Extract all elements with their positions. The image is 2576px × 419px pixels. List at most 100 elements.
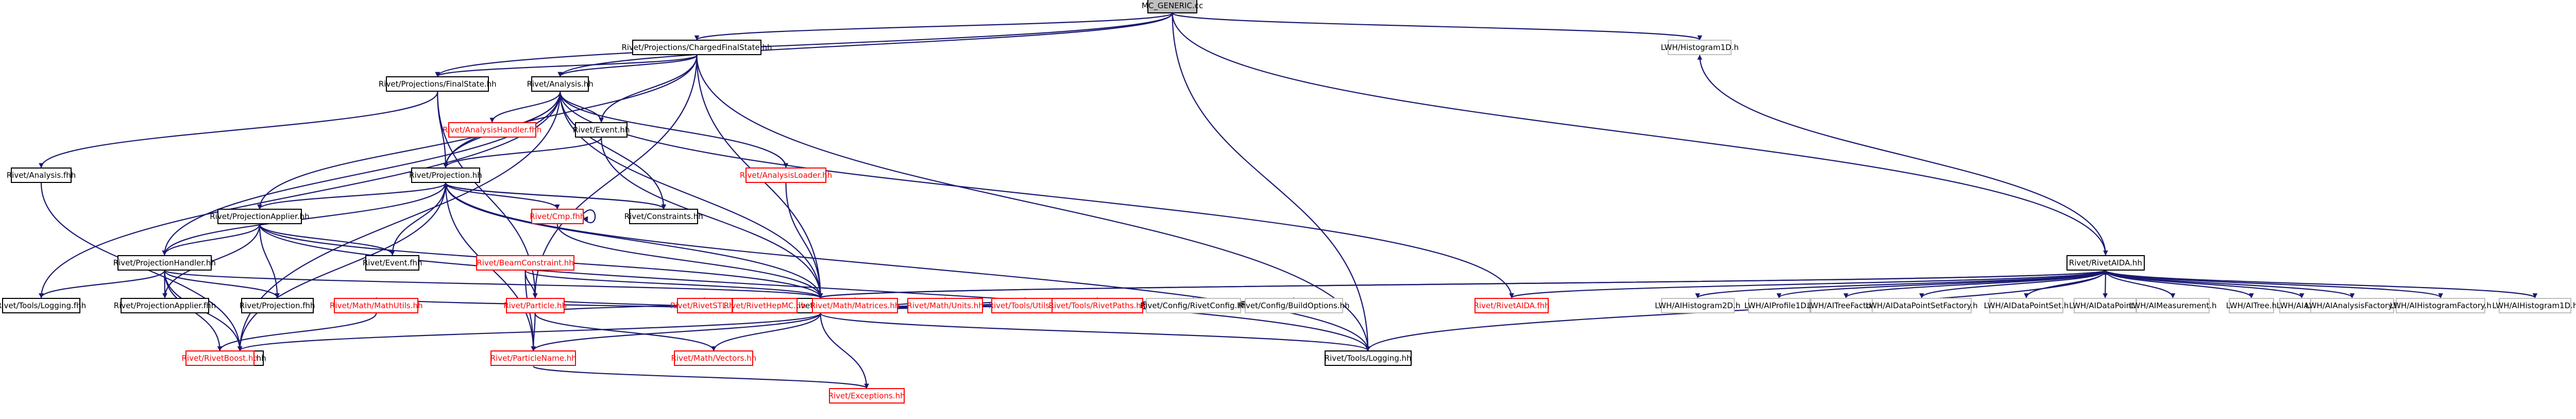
edge-arrowhead — [531, 346, 536, 351]
edge-rivet-to-cmp — [239, 312, 821, 351]
node-rcfg[interactable]: Rivet/Config/RivetConfig.hh — [1140, 297, 1247, 313]
edge-an-to-ahand — [492, 92, 561, 123]
edge-an-to-aidafh — [560, 92, 1513, 298]
edge-phand-to-logfh — [40, 270, 165, 298]
edge-phand-to-projfh — [164, 270, 278, 298]
edge-arrowhead — [443, 163, 448, 169]
edge-arrowhead — [217, 346, 223, 351]
edge-aida-to-prof — [1778, 270, 2106, 298]
node-anfh[interactable]: Rivet/Analysis.fhh — [7, 167, 76, 183]
edge-aida-to-meas — [2105, 270, 2174, 298]
node-pfs[interactable]: Rivet/Projections/FinalState.hh — [379, 76, 497, 92]
edge-root-to-logh — [1172, 13, 1369, 351]
node-stl[interactable]: Rivet/RivetSTL.hh — [670, 297, 739, 313]
edge-proj-to-cmp — [239, 182, 447, 351]
edge-cmpfh-to-cmpfh — [583, 209, 596, 223]
node-boost[interactable]: Rivet/RivetBoost.hh — [182, 350, 258, 366]
node-proj[interactable]: Rivet/Projection.hh — [409, 167, 482, 183]
edge-an-to-papp — [259, 92, 561, 209]
node-pappfh[interactable]: Rivet/ProjectionApplier.fhh — [114, 297, 216, 313]
node-pname[interactable]: Rivet/ParticleName.hh — [490, 350, 577, 366]
node-projfh[interactable]: Rivet/Projection.fhh — [240, 297, 315, 313]
node-prof[interactable]: LWH/AIProfile1D.h — [1744, 297, 1814, 313]
edge-aida-to-aidafh — [1511, 270, 2106, 298]
node-aih1[interactable]: LWH/AIHistogram1D.h — [2492, 297, 2576, 313]
edge-arrowhead — [2532, 293, 2538, 298]
edge-arrowhead — [2024, 293, 2029, 298]
edge-aida-to-logh — [1367, 270, 2106, 351]
node-logfh[interactable]: Rivet/Tools/Logging.fhh — [0, 297, 86, 313]
edge-arrowhead — [162, 250, 167, 256]
edge-arrowhead — [583, 216, 588, 222]
node-mmat[interactable]: Rivet/Math/Matrices.hh — [810, 297, 900, 313]
node-dp[interactable]: LWH/AIDataPoint.h — [2069, 297, 2141, 313]
edge-arrowhead — [39, 293, 44, 298]
edge-proj-to-phand — [164, 182, 447, 255]
node-exc[interactable]: Rivet/Exceptions.hh — [828, 388, 905, 404]
node-pcfs[interactable]: Rivet/Projections/ChargedFinalState.hh — [621, 40, 772, 56]
node-aload[interactable]: Rivet/AnalysisLoader.hh — [740, 167, 832, 183]
edge-proj-to-evfh — [392, 182, 447, 255]
edge-arrowhead — [711, 346, 717, 351]
node-h1[interactable]: LWH/Histogram1D.h — [1661, 40, 1739, 56]
edge-arrowhead — [661, 204, 667, 210]
edge-aida-to-rivet — [820, 270, 2106, 298]
edge-proj-to-logh — [445, 182, 1369, 351]
node-dpsf[interactable]: LWH/AIDataPointSetFactory.h — [1866, 297, 1978, 313]
edge-ev-to-proj — [445, 137, 602, 168]
node-ev[interactable]: Rivet/Event.hh — [573, 122, 630, 138]
node-logh[interactable]: Rivet/Tools/Logging.hh — [1325, 350, 1412, 366]
node-part[interactable]: Rivet/Particle.hh — [503, 297, 567, 313]
edge-rivet-to-exc — [820, 313, 868, 388]
node-dps[interactable]: LWH/AIDataPointSet.h — [1984, 297, 2069, 313]
edge-aida-to-aih1 — [2105, 270, 2536, 298]
node-bcons[interactable]: Rivet/BeamConstraint.hh — [476, 255, 575, 271]
node-cons[interactable]: Rivet/Constraints.hh — [624, 209, 703, 225]
node-root[interactable]: MC_GENERIC.cc — [1142, 0, 1203, 13]
node-munit[interactable]: Rivet/Math/Units.hh — [907, 297, 984, 313]
node-mvec[interactable]: Rivet/Math/Vectors.hh — [671, 350, 756, 366]
edge-rivet-to-pname — [533, 313, 821, 351]
node-meas[interactable]: LWH/AIMeasurement.h — [2129, 297, 2217, 313]
edge-arrowhead — [532, 293, 538, 298]
node-aida[interactable]: Rivet/RivetAIDA.hh — [2066, 255, 2145, 271]
edge-arrowhead — [864, 383, 869, 389]
node-hepmc[interactable]: Rivet/RivetHepMC.hh — [724, 297, 806, 313]
node-h2[interactable]: LWH/AIHistogram2D.h — [1655, 297, 1740, 313]
edge-pcfs-to-proj — [445, 55, 698, 167]
node-aidafh[interactable]: Rivet/RivetAIDA.fhh — [1473, 297, 1550, 313]
edge-aload-to-rivet — [785, 182, 821, 298]
edge-papp-to-logh — [259, 224, 1369, 351]
edge-aida-to-h1 — [1699, 55, 2106, 255]
node-ahand[interactable]: Rivet/AnalysisHandler.fhh — [443, 122, 541, 138]
edge-root-to-pcfs — [696, 12, 1173, 41]
node-tpath[interactable]: Rivet/Tools/RivetPaths.hh — [1049, 297, 1146, 313]
edge-pfs-to-anfh — [40, 92, 438, 168]
edge-arrowhead — [2299, 293, 2304, 298]
edge-rivet-to-logh — [820, 312, 1369, 351]
edge-papp-to-phand — [164, 224, 261, 255]
node-papp[interactable]: Rivet/ProjectionApplier.hh — [210, 209, 310, 225]
node-an[interactable]: Rivet/Analysis.hh — [527, 76, 594, 92]
edge-arrowhead — [2438, 293, 2443, 298]
node-treef[interactable]: LWH/AITreeFactory.h — [1807, 297, 1885, 313]
node-bopt[interactable]: Rivet/Config/BuildOptions.hh — [1238, 297, 1350, 313]
node-hf[interactable]: LWH/AIHistogramFactory.h — [2389, 297, 2492, 313]
edge-arrowhead — [599, 118, 604, 123]
edge-arrowhead — [162, 293, 167, 298]
edge-arrowhead — [554, 204, 560, 210]
node-af[interactable]: LWH/AIAnalysisFactory.h — [2306, 297, 2399, 313]
edge-an-to-cons — [560, 92, 665, 209]
edge-aida-to-h2 — [1697, 270, 2106, 298]
node-tutil[interactable]: Rivet/Tools/Utils.hh — [989, 297, 1062, 313]
node-cmpfh[interactable]: Rivet/Cmp.fhh — [530, 209, 585, 225]
edge-root-to-h1 — [1172, 12, 1701, 41]
node-mathu[interactable]: Rivet/Math/MathUtils.hh — [330, 297, 423, 313]
node-evfh[interactable]: Rivet/Event.fhh — [363, 255, 422, 271]
node-tree[interactable]: LWH/AITree.h — [2226, 297, 2277, 313]
edge-arrowhead — [1365, 346, 1370, 351]
edge-arrowhead — [1776, 293, 1782, 298]
node-phand[interactable]: Rivet/ProjectionHandler.hh — [113, 255, 216, 271]
edge-arrowhead — [237, 346, 243, 351]
